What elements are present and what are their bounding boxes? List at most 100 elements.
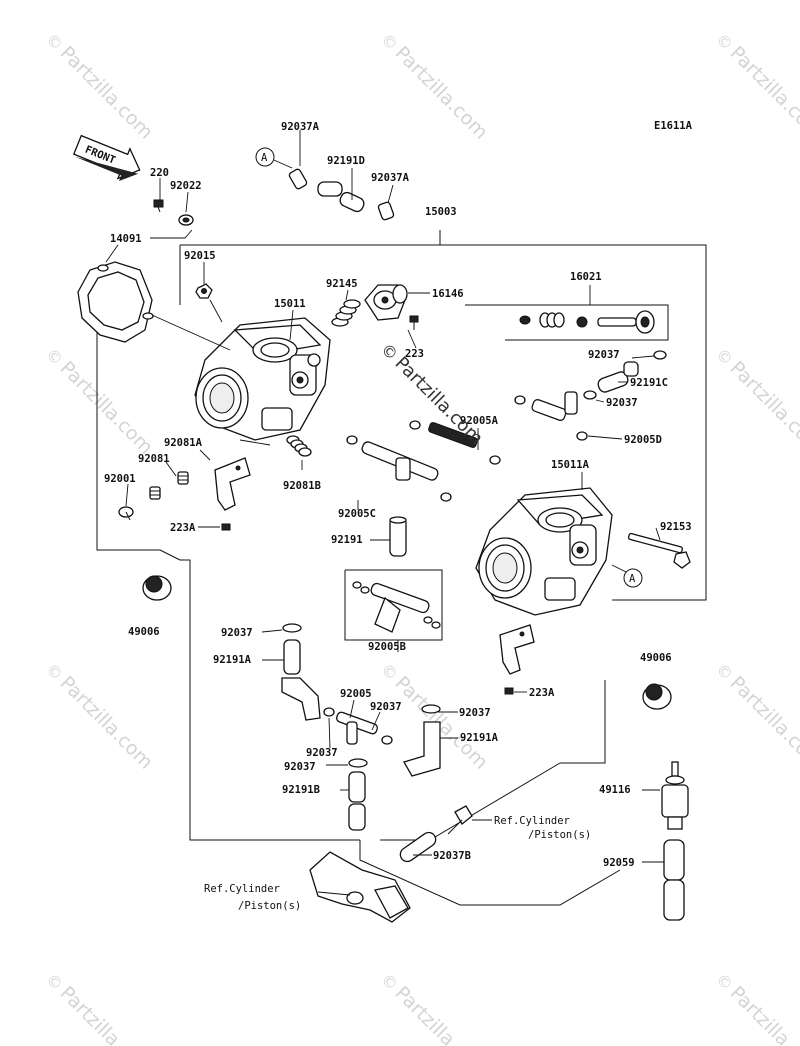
label-92081A: 92081A (164, 437, 203, 449)
label-92081B: 92081B (283, 480, 321, 492)
label-92191: 92191 (331, 534, 363, 546)
fitting-92005A (409, 420, 501, 465)
ref-cylinder-label: Ref.Cylinder (204, 883, 280, 895)
label-92005A: 92005A (460, 415, 499, 427)
fitting-92005B (352, 581, 441, 633)
bracket-left (214, 457, 251, 511)
label-92037: 92037 (588, 349, 620, 361)
hose-92191A-left (281, 623, 321, 721)
hose-92059 (663, 839, 685, 921)
screw-92001 (118, 506, 134, 521)
label-15011: 15011 (274, 298, 306, 310)
leader-lines (105, 130, 664, 896)
hose-92191D (288, 168, 395, 221)
label-92037: 92037 (370, 701, 402, 713)
washer-92022 (178, 214, 194, 226)
shaft-92153 (627, 532, 691, 569)
label-92005C: 92005C (338, 508, 376, 520)
front-arrow: FRONT (72, 134, 141, 182)
watermark-text: Partzilla.com (56, 42, 158, 144)
label-92145: 92145 (326, 278, 358, 290)
label-49006: 49006 (128, 626, 160, 638)
hose-92191A-right (403, 704, 441, 777)
nut-92015 (195, 283, 213, 299)
carburetor-15011A (475, 487, 613, 616)
label-14091: 14091 (110, 233, 142, 245)
label-92005: 92005 (340, 688, 372, 700)
label-15003: 15003 (425, 206, 457, 218)
label-92191C: 92191C (630, 377, 668, 389)
hose-92191 (389, 516, 407, 557)
hose-92037B (399, 805, 473, 863)
fitting-49116 (661, 761, 689, 830)
fitting-92005C (346, 435, 452, 502)
screw-223A-right (504, 687, 514, 695)
callout-a-text: A (629, 573, 636, 585)
label-92191A: 92191A (213, 654, 252, 666)
diagram-code: E1611A (654, 120, 693, 132)
watermark-layer: ©Partzilla.com ©Partzilla.com ©Partzilla… (42, 29, 800, 1046)
label-92191B: 92191B (282, 784, 320, 796)
label-92037: 92037 (221, 627, 253, 639)
carburetor-15011 (194, 317, 331, 446)
assembly-frame (96, 230, 707, 906)
label-92037B: 92037B (433, 850, 471, 862)
cover-16146 (364, 284, 408, 321)
label-223A: 223A (529, 687, 555, 699)
label-92191A: 92191A (460, 732, 499, 744)
callout-a-top: A (255, 147, 293, 169)
watermark-text: Partzilla.com (726, 42, 800, 144)
label-92191D: 92191D (327, 155, 365, 167)
label-92005D: 92005D (624, 434, 662, 446)
cylinder-reference (309, 851, 411, 923)
watermark-text: Partzilla.com (56, 982, 158, 1046)
hose-92191C (583, 350, 667, 400)
watermark-text: Partzilla.com (56, 672, 158, 774)
label-92153: 92153 (660, 521, 692, 533)
jet-assembly-16021 (519, 310, 655, 334)
label-92005B: 92005B (368, 641, 406, 653)
cover-14091 (77, 261, 154, 343)
label-16146: 16146 (432, 288, 464, 300)
callout-a-right: A (611, 564, 643, 588)
screw-223A-left (221, 523, 231, 531)
spring-92081A (177, 471, 189, 485)
bolt-220 (153, 199, 164, 213)
label-92037A: 92037A (281, 121, 320, 133)
spring-92081 (149, 486, 161, 500)
label-92015: 92015 (184, 250, 216, 262)
label-49006: 49006 (640, 652, 672, 664)
label-92001: 92001 (104, 473, 136, 485)
label-92081: 92081 (138, 453, 170, 465)
fitting-92005D (514, 391, 588, 441)
watermark-text: Partzilla.com (56, 357, 158, 459)
label-92037: 92037 (284, 761, 316, 773)
spring-92145 (331, 299, 361, 327)
bushing-49006-left (142, 575, 172, 601)
fitting-92005 (323, 707, 393, 745)
watermark-text: Partzilla.com (726, 357, 800, 459)
ref-piston-label: /Piston(s) (238, 900, 301, 912)
watermark-text: Partzilla.com (391, 42, 493, 144)
label-15011A: 15011A (551, 459, 590, 471)
label-92037: 92037 (306, 747, 338, 759)
watermark-text: Partzilla.com (726, 982, 800, 1046)
hose-92191B (348, 758, 368, 831)
label-49116: 49116 (599, 784, 631, 796)
watermark-text: Partzilla.com (726, 672, 800, 774)
bracket-right (499, 624, 535, 675)
screw-223 (409, 315, 419, 330)
label-92037: 92037 (606, 397, 638, 409)
callout-a-text: A (261, 152, 268, 164)
label-220: 220 (150, 167, 169, 179)
part-labels: E1611A 92037A 92191D 92037A 220 92022 15… (104, 120, 693, 912)
label-92059: 92059 (603, 857, 635, 869)
watermark-text: Partzilla.com (391, 982, 493, 1046)
label-16021: 16021 (570, 271, 602, 283)
bushing-49006-right (642, 683, 672, 710)
label-92022: 92022 (170, 180, 202, 192)
label-223A: 223A (170, 522, 196, 534)
spring-92081B (286, 435, 312, 457)
label-223: 223 (405, 348, 424, 360)
